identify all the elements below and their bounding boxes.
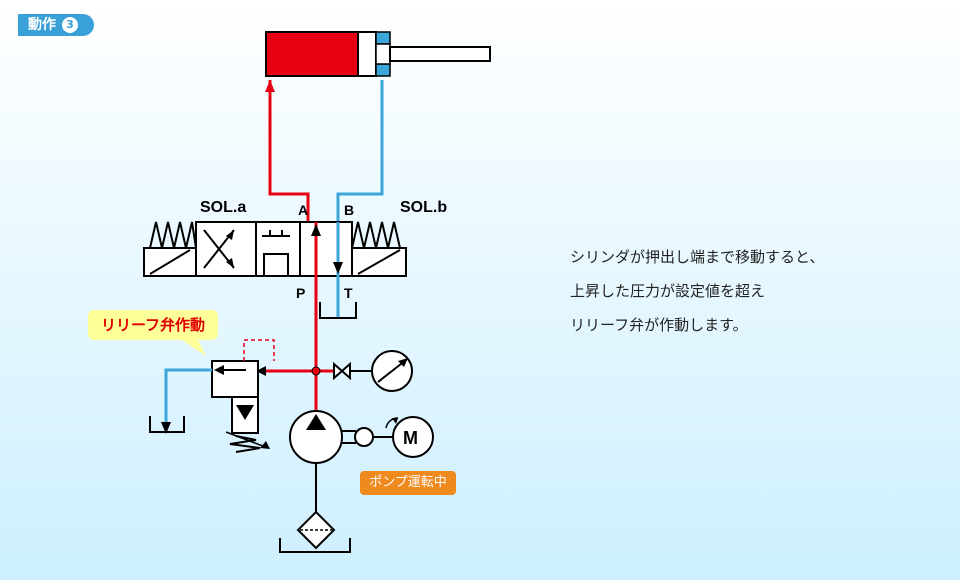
flow-arrow-up [265,80,275,92]
relief-adjust-arrow-tip [260,441,270,449]
coupling-icon [354,427,374,447]
port-p-label: P [296,285,305,301]
description-line-2: 上昇した圧力が設定値を超え [570,282,766,300]
sol-b-label: SOL.b [400,199,447,216]
step-badge: 動作 3 [18,14,94,36]
solenoid-a-diagonal [149,249,191,275]
relief-spring-triangle [236,405,254,420]
relief-valve [211,339,275,453]
valve-return-arrow [333,262,343,274]
gauge-valve-icon [333,361,351,381]
cylinder-rod [389,46,491,62]
cylinder [265,31,491,77]
relief-valve-arrow [214,365,224,375]
cylinder-rod-chamber [357,31,377,77]
port-t-label: T [344,285,353,301]
step-label: 動作 [28,17,56,33]
spring-b [351,221,401,249]
valve-center-bracket [263,253,289,276]
gauge-needle-tip [398,358,408,367]
directional-valve [143,221,407,277]
junction-point [311,366,321,376]
port-b-label: B [344,202,354,218]
tank-return-valve [319,302,357,319]
pressure-line-to-cylinder [268,80,310,222]
relief-flow-arrow [256,366,266,376]
port-a-label: A [298,202,308,218]
relief-label-pointer [176,336,206,356]
cylinder-pressure-chamber [265,31,359,77]
cylinder-piston-center [375,43,391,65]
sol-a-label: SOL.a [200,199,246,216]
motor-icon [392,416,434,458]
spring-a [149,221,197,249]
pump-direction-triangle [306,414,326,430]
relief-valve-body [211,360,259,398]
valve-block-right [299,221,353,277]
relief-adjust-arrow [225,431,269,449]
description-line-3: リリーフ弁が作動します。 [570,316,748,334]
description-line-1: シリンダが押出し端まで移動すると、 [570,248,825,266]
valve-cross-arrow-1 [226,258,234,268]
return-line-from-cylinder [336,80,384,222]
relief-pilot-line [243,339,275,361]
pump-status-label: ポンプ運転中 [360,471,456,495]
solenoid-b-diagonal [357,249,401,275]
relief-spring [229,435,261,453]
tank-main [279,538,351,553]
description-text: シリンダが押出し端まで移動すると、 上昇した圧力が設定値を超え リリーフ弁が作動… [570,240,950,342]
relief-return-line [164,368,212,432]
relief-valve-callout: リリーフ弁作動 [88,310,218,340]
valve-cross-arrow-2 [226,230,234,240]
relief-return-arrow [161,422,171,434]
valve-pressure-arrow [311,224,321,236]
cylinder-piston-top [375,31,391,45]
tank-relief [149,416,185,433]
cylinder-piston-bottom [375,63,391,77]
motor-label: M [403,428,418,448]
rotation-arrow-tip [392,418,398,424]
step-number: 3 [62,17,78,33]
